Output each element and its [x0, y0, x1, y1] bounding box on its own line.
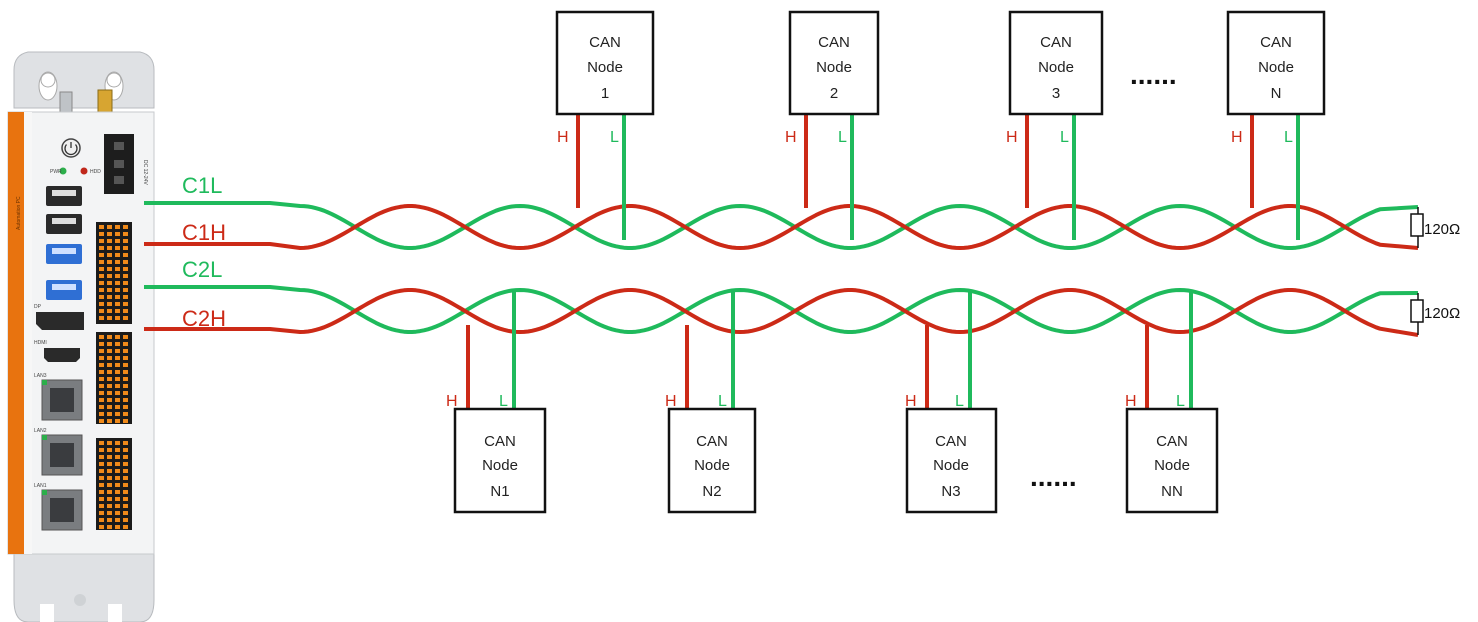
node-line2: Node [1038, 59, 1074, 76]
node-line2: Node [933, 457, 969, 474]
can-node-n1: CAN Node N1 [453, 407, 547, 514]
c1l-label: C1L [182, 173, 222, 198]
pin-h-label: H [1231, 129, 1243, 146]
antenna-connector-right [97, 89, 113, 115]
node-box [667, 407, 757, 514]
hdd-led-label: HDD [90, 169, 101, 175]
c2l-label: C2L [182, 257, 222, 282]
hdmi-label: HDMI [34, 340, 47, 346]
pin-h-label: H [557, 129, 569, 146]
terminator-bus1: 120Ω [1410, 207, 1460, 248]
device-side-strip [8, 112, 26, 554]
device-side-text: Automation PC [16, 196, 22, 230]
dp-label: DP [34, 304, 42, 310]
can-node-1: CAN Node 1 [555, 10, 655, 116]
antenna-connector-left [59, 91, 73, 115]
node-id: 3 [1052, 85, 1060, 102]
can-high-wire [144, 204, 1419, 250]
pin-h-label: H [905, 393, 917, 410]
displayport-port [36, 312, 84, 330]
pin-l-label: L [1060, 129, 1069, 146]
can-low-wire [144, 201, 1419, 250]
node-box [555, 10, 655, 116]
power-icon [64, 142, 78, 156]
node-box [1125, 407, 1219, 514]
node-id: NN [1161, 483, 1183, 500]
can-node-3: CAN Node 3 [1008, 10, 1104, 116]
resistor-icon [1410, 213, 1424, 237]
terminal-block [96, 222, 132, 324]
can-node-n2: CAN Node N2 [667, 407, 757, 514]
can-high-wire [144, 288, 1419, 337]
pin-l-label: L [1176, 393, 1185, 410]
node-id: N2 [702, 483, 721, 500]
c2h-label: C2H [182, 306, 226, 331]
terminal-blocks [96, 222, 132, 530]
bottom-mount-plate [13, 549, 155, 622]
node-line1: CAN [1156, 433, 1188, 450]
pwr-led [59, 167, 67, 175]
lan1-label: LAN1 [34, 483, 47, 489]
pin-l-label: L [955, 393, 964, 410]
pin-h-label: H [1125, 393, 1137, 410]
lan2-label: LAN2 [34, 428, 47, 434]
pin-h-label: H [1006, 129, 1018, 146]
can-node-nn: CAN Node NN [1125, 407, 1219, 514]
top-ellipsis: ...... [1130, 59, 1177, 90]
can-node-n: CAN Node N [1226, 10, 1326, 116]
node-line2: Node [1154, 457, 1190, 474]
node-box [905, 407, 998, 514]
node-line2: Node [587, 59, 623, 76]
node-box [1226, 10, 1326, 116]
node-box [788, 10, 880, 116]
node-id: 2 [830, 85, 838, 102]
terminator-bus2: 120Ω [1410, 293, 1460, 335]
lan3-label: LAN3 [34, 373, 47, 379]
top-mount-plate [13, 51, 155, 109]
node-line1: CAN [696, 433, 728, 450]
hdmi-port [44, 348, 80, 362]
pin-l-label: L [610, 129, 619, 146]
node-line1: CAN [589, 34, 621, 51]
node-id: N [1271, 85, 1282, 102]
node-line1: CAN [1040, 34, 1072, 51]
node-line2: Node [1258, 59, 1294, 76]
node-line1: CAN [484, 433, 516, 450]
node-id: N3 [941, 483, 960, 500]
pin-l-label: L [718, 393, 727, 410]
node-line2: Node [482, 457, 518, 474]
can-wires [144, 114, 1419, 409]
resistor-icon [1410, 299, 1424, 323]
industrial-pc: Automation PC PWR HDD DC 12-24V DP HDMI … [7, 51, 155, 622]
node-box [1008, 10, 1104, 116]
node-line1: CAN [935, 433, 967, 450]
node-box [453, 407, 547, 514]
can-low-wire [144, 285, 1419, 334]
node-id: N1 [490, 483, 509, 500]
node-line1: CAN [818, 34, 850, 51]
pwr-led-label: PWR [50, 169, 62, 175]
dc-power-label: DC 12-24V [142, 160, 148, 185]
pin-h-label: H [665, 393, 677, 410]
pin-h-label: H [785, 129, 797, 146]
pin-h-label: H [446, 393, 458, 410]
hdd-led [80, 167, 88, 175]
terminator-1-label: 120Ω [1424, 221, 1460, 238]
pin-l-label: L [1284, 129, 1293, 146]
node-line1: CAN [1260, 34, 1292, 51]
node-line2: Node [694, 457, 730, 474]
can-node-n3: CAN Node N3 [905, 407, 998, 514]
can-node-2: CAN Node 2 [788, 10, 880, 116]
pin-l-label: L [499, 393, 508, 410]
node-line2: Node [816, 59, 852, 76]
pin-l-label: L [838, 129, 847, 146]
c1h-label: C1H [182, 220, 226, 245]
node-id: 1 [601, 85, 609, 102]
bottom-ellipsis: ...... [1030, 461, 1077, 492]
terminator-2-label: 120Ω [1424, 305, 1460, 322]
pin-labels: H L H L H L H L H L H L H L H L [446, 129, 1293, 410]
